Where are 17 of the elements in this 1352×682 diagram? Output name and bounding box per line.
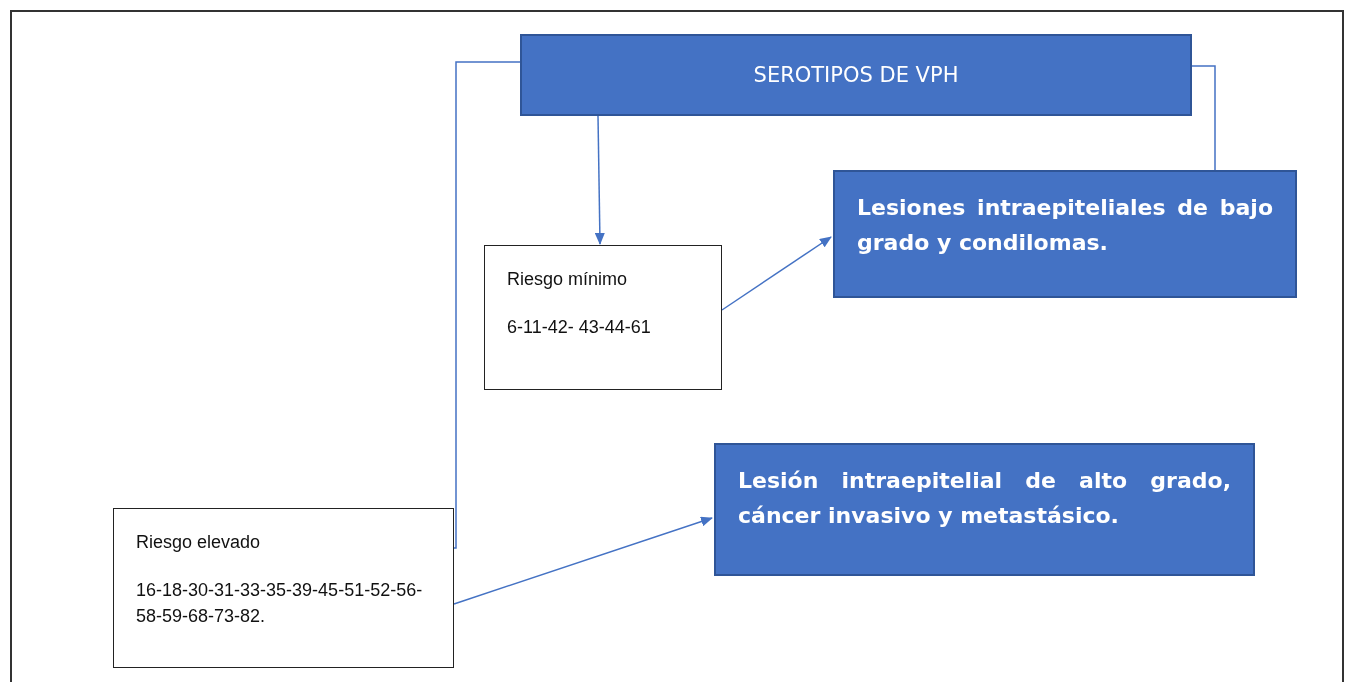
- process-box: [520, 34, 1192, 116]
- process-box: [714, 443, 1255, 576]
- serotype-list: 16-18-30-31-33-35-39-45-51-52-56-58-59-68-73-82.: [136, 577, 431, 630]
- serotype-list: 6-11-42- 43-44-61: [507, 314, 699, 341]
- connector-line: [453, 61, 521, 549]
- box-text: Lesión intraepitelial de alto grado, cáncer invasivo y metastásico.: [738, 467, 1231, 531]
- box-text: Riesgo mínimo: [507, 268, 629, 291]
- box-text: Lesiones intraepiteliales de bajo grado y condilomas.: [857, 194, 1273, 258]
- box-text: Riesgo elevado: [136, 531, 262, 554]
- info-box: [113, 508, 454, 668]
- box-text: SEROTIPOS DE VPH: [753, 63, 959, 87]
- process-box: [833, 170, 1297, 298]
- connector-line: [1191, 65, 1216, 171]
- info-box: [484, 245, 722, 390]
- arrow: [594, 115, 605, 245]
- arrow: [453, 516, 713, 605]
- arrow: [721, 236, 832, 311]
